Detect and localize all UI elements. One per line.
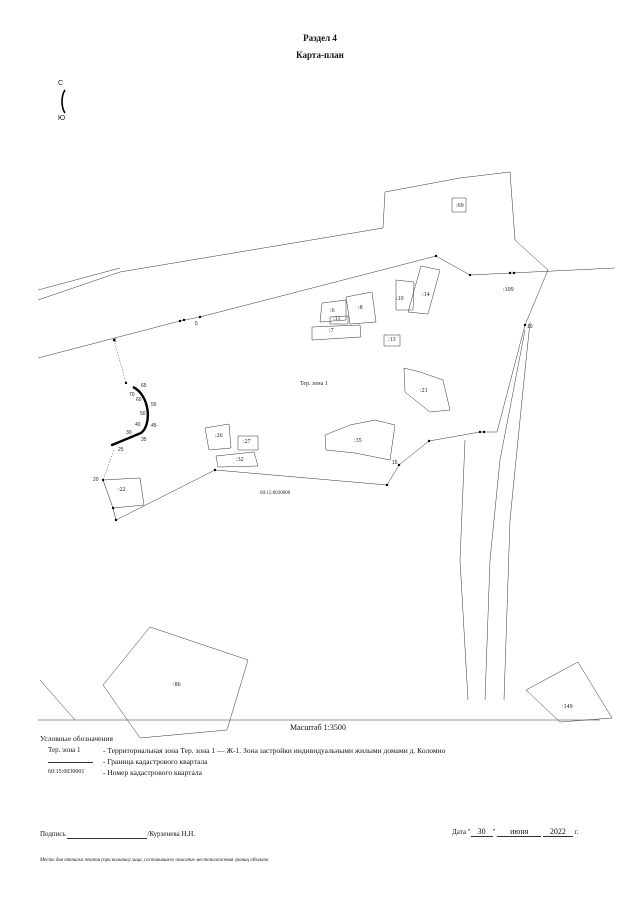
legend-item-quarter: 60:15:0030001 - Номер кадастрового кварт… [48,767,608,778]
point-label: 25 [118,447,124,453]
map-scale: Масштаб 1:3500 [290,723,346,732]
legend-text-zone: - Территориальная зона Тер. зона 1 — Ж-1… [103,746,446,755]
zone-label: Тер. зона 1 [300,381,328,387]
point-label: 30 [126,430,132,436]
legend-item-zone: Тер. зона 1 - Территориальная зона Тер. … [48,745,608,756]
compass-arrow-icon [61,89,66,114]
quarter-number-label: 60:15:0030000 [260,491,291,496]
zone-outline [112,431,481,521]
date-block: Дата "30" июня 2022 г. [452,827,579,837]
point-label: 1 [114,338,117,344]
legend-line-icon [48,756,103,767]
parcel-label: :6 [330,308,335,314]
parcel-label: :26 [215,433,223,439]
parcel-label: :14 [422,292,430,298]
parcel-label: :32 [236,457,244,463]
legend-text-boundary: - Граница кадастрового квартала [103,757,208,766]
parcel-label: :27 [243,439,251,445]
legend-title: Условные обозначения [40,734,113,743]
point-label: 70 [129,392,135,398]
point-label: 15 [392,460,398,466]
point-label: 35 [141,437,147,443]
parcel-label: :11 [333,316,340,322]
date-year-suffix: г. [574,828,579,836]
parcels [102,197,467,739]
point-label: 50 [140,411,146,417]
compass-south-label: Ю [58,115,66,122]
point-label: 65 [141,383,147,389]
page-title: Карта-план [296,50,344,60]
parcel-label: :10 [396,296,404,302]
parcel-label: :69 [456,203,464,209]
compass-north-label: С [58,80,64,87]
date-month: июня [497,827,542,837]
legend-symbol-quarter: 60:15:0030001 [48,769,85,775]
legend-text-quarter: - Номер кадастрового квартала [103,768,202,777]
legend: Условные обозначения [40,733,113,744]
parcel-label: :21 [420,388,428,394]
parcel-label: :35 [354,438,362,444]
date-year: 2022 [542,827,573,837]
quarter-boundaries [37,171,616,723]
parcel-label: :86 [173,682,181,688]
legend-items: Тер. зона 1 - Территориальная зона Тер. … [48,745,608,778]
signature-name: /Курзенева Н.Н. [147,830,196,838]
boundary-points [101,254,527,522]
zone-boundary [102,339,127,521]
signature-label: Подпись [40,830,66,838]
section-heading: Раздел 4 [303,33,337,43]
parcel-label: :8 [358,305,363,311]
point-label: 45 [151,423,157,429]
parcel-label: :109 [503,287,514,293]
point-label: 20 [93,477,99,483]
legend-symbol-zone: Тер. зона 1 [48,746,81,754]
bold-boundary-arc [111,385,149,447]
date-day: 30 [470,827,493,837]
parcel-label: :7 [329,328,334,334]
legend-item-boundary: - Граница кадастрового квартала [48,756,608,767]
point-label: 60 [136,397,142,403]
parcel-label: :13 [388,337,396,343]
parcel-label: :149 [562,704,573,710]
point-label: 55 [151,402,157,408]
signature-block: Подпись /Курзенева Н.Н. [40,830,195,839]
parcel-label: :22 [118,487,126,493]
point-label: 40 [135,422,141,428]
point-label: 10 [527,324,533,330]
point-label: 5 [195,321,198,327]
stamp-note: Место для оттиска печати (при наличии) л… [40,858,269,863]
date-label: Дата [452,828,466,836]
